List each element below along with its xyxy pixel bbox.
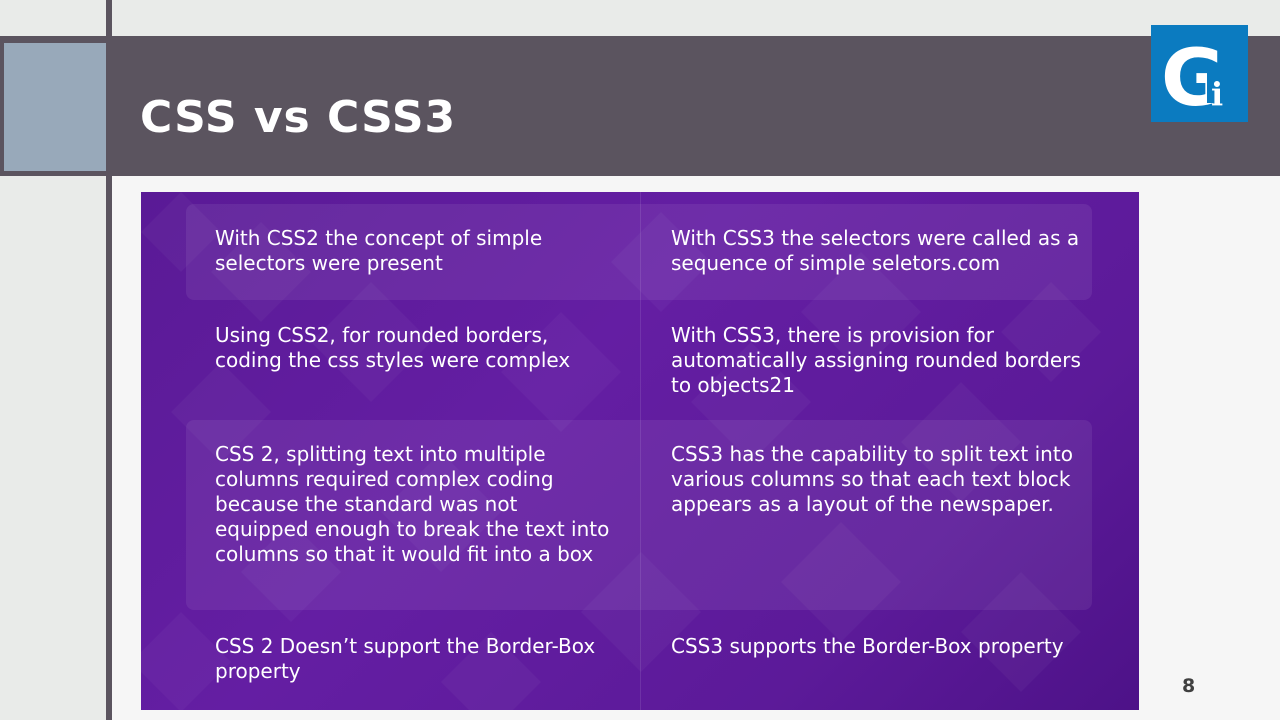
gi-logo-icon: G i — [1151, 25, 1248, 122]
css2-cell-row-2: Using CSS2, for rounded borders, coding … — [215, 323, 571, 372]
css2-cell-row-4: CSS 2 Doesn’t support the Border-Box pro… — [215, 634, 596, 683]
row-band-3 — [186, 420, 1092, 610]
top-band — [0, 0, 1280, 36]
css2-cell-row-1: With CSS2 the concept of simple selector… — [215, 226, 543, 275]
column-divider — [640, 192, 641, 710]
css3-cell-row-2: With CSS3, there is provision for automa… — [671, 323, 1081, 397]
css2-cell-row-3: CSS 2, splitting text into multiple colu… — [215, 442, 610, 566]
css3-cell-row-3: CSS3 has the capability to split text in… — [671, 442, 1073, 516]
page-number: 8 — [1182, 675, 1196, 697]
css3-cell-row-4: CSS3 supports the Border-Box property — [671, 634, 1064, 658]
logo-letter-i: i — [1211, 75, 1223, 113]
logo-cutout — [1207, 73, 1231, 103]
comparison-panel: With CSS2 the concept of simple selector… — [141, 192, 1139, 710]
accent-square — [4, 43, 106, 171]
title-bar — [0, 36, 1280, 176]
css3-cell-row-1: With CSS3 the selectors were called as a… — [671, 226, 1080, 275]
row-band-1 — [186, 204, 1092, 300]
gi-logo-graphic: G i — [1161, 34, 1231, 122]
slide-title: CSS vs CSS3 — [140, 92, 457, 143]
vertical-rule — [106, 0, 112, 720]
